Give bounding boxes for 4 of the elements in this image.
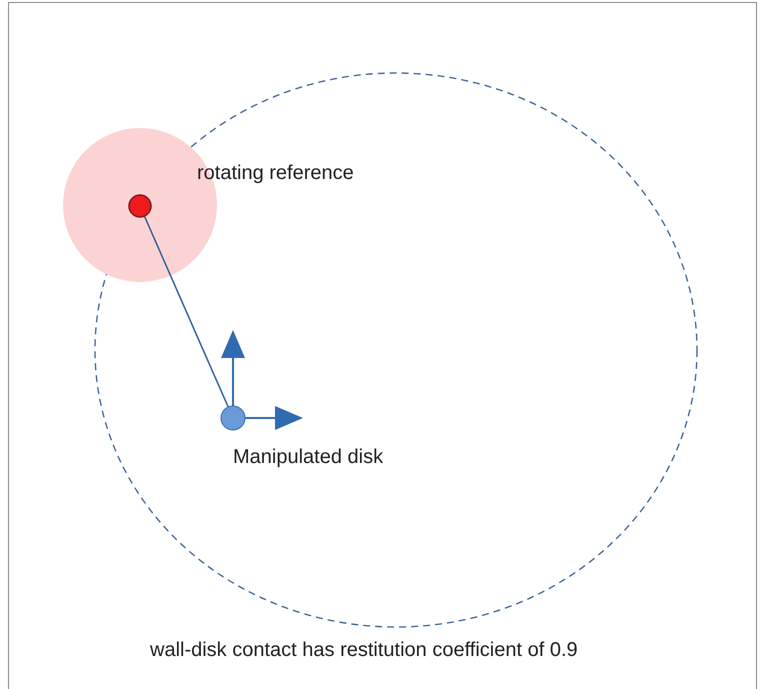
disk-label: Manipulated disk (233, 445, 384, 470)
connector-line (144, 216, 229, 408)
disk-label: rotating reference (197, 161, 354, 186)
note-text: wall-disk contact has restitution coefficient of 0.9 (150, 638, 578, 663)
